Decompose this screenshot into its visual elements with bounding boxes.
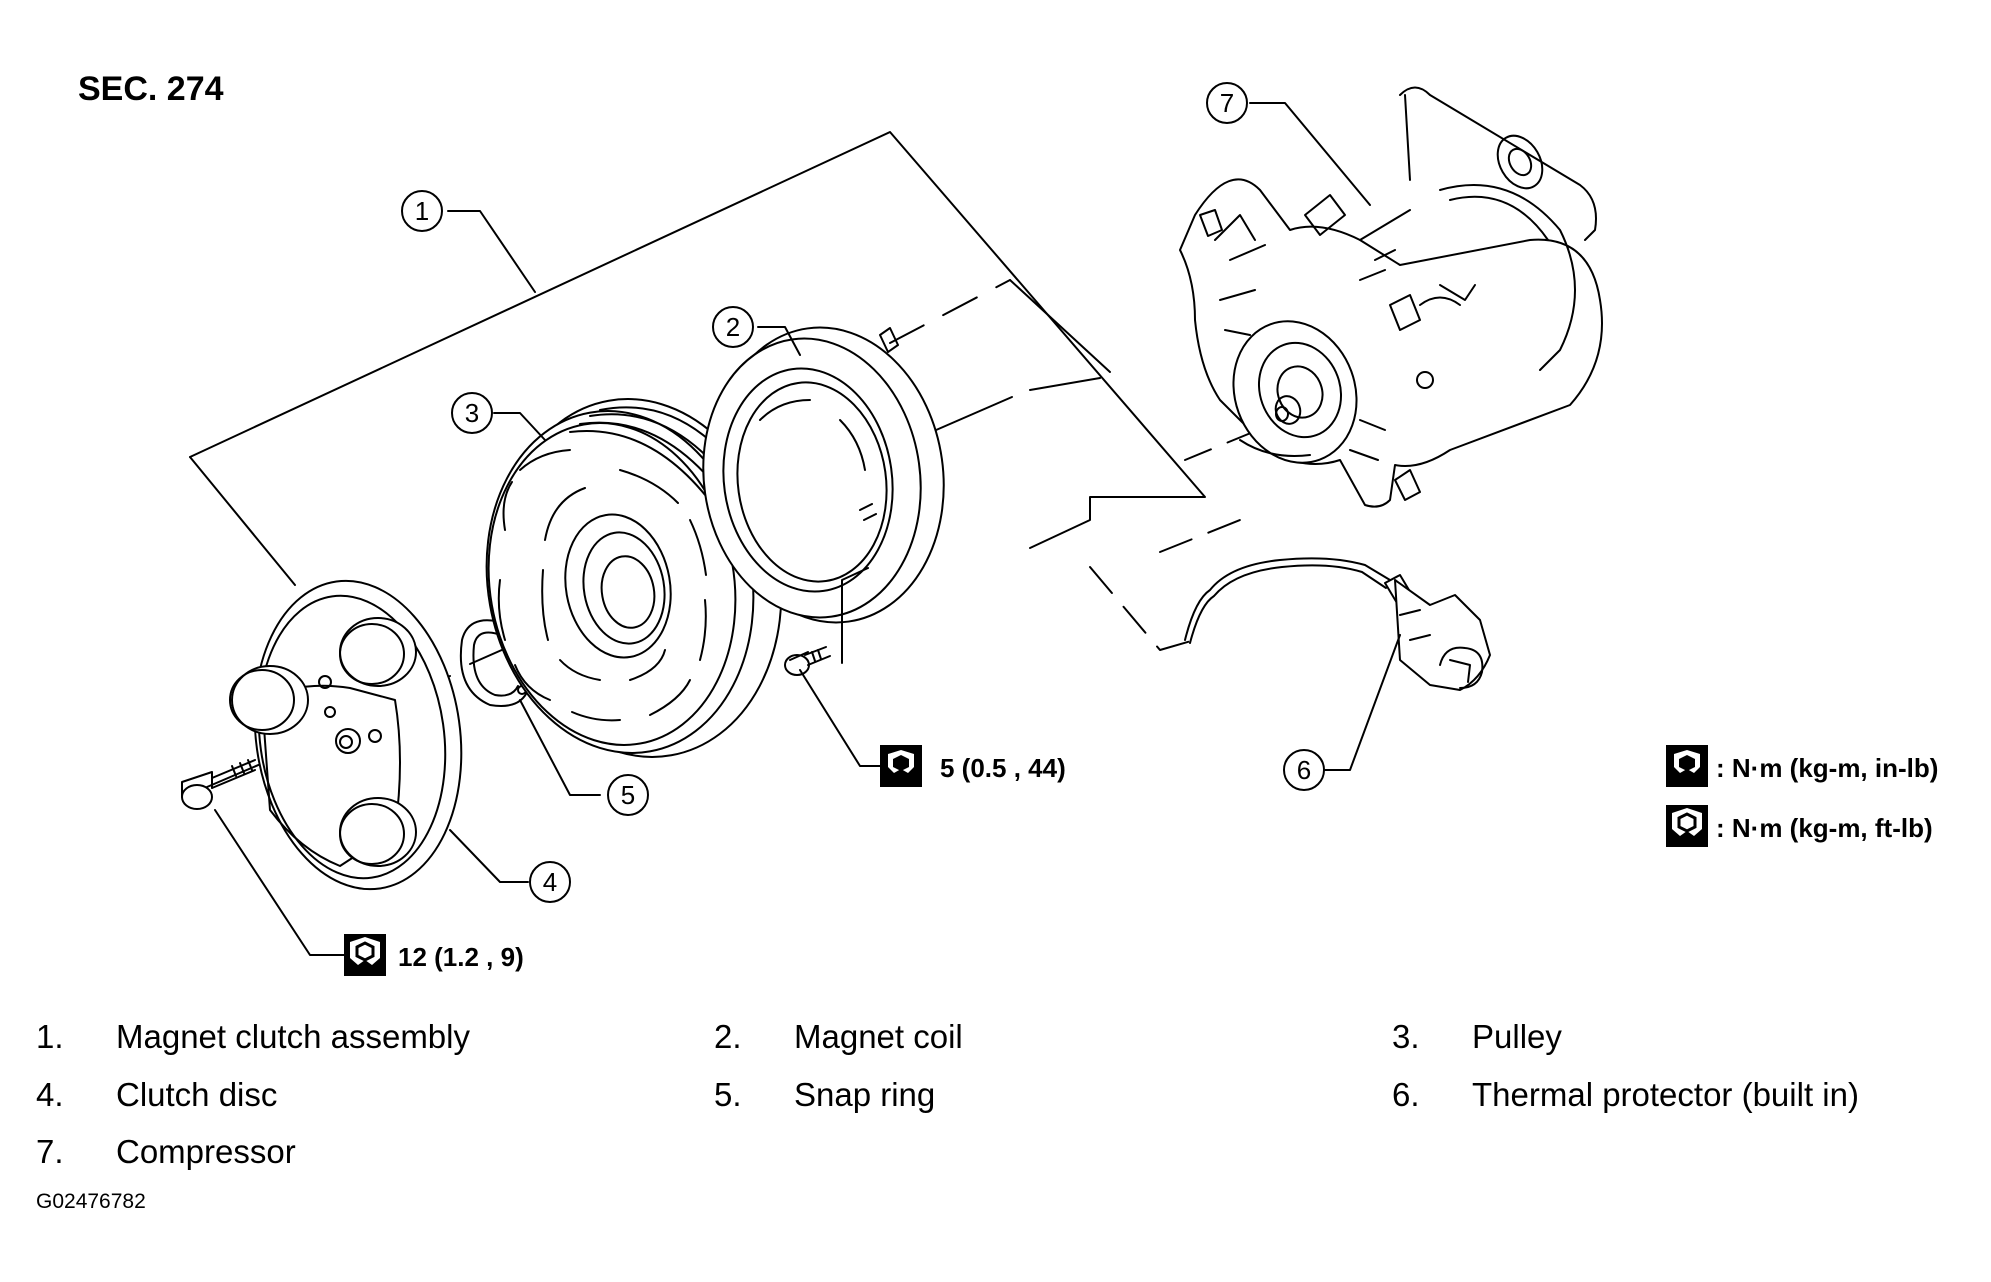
svg-text:2: 2	[726, 312, 740, 342]
magnet-coil	[702, 326, 945, 624]
callout-leader-4	[449, 829, 529, 883]
compressor	[1179, 86, 1603, 508]
torque-leader-screw	[799, 669, 881, 767]
callout-4: 4	[529, 861, 571, 903]
legend-label: Snap ring	[794, 1076, 936, 1113]
torque-leader-bolt	[214, 809, 351, 956]
callout-leader-3	[493, 412, 546, 441]
callout-6: 6	[1283, 749, 1325, 791]
legend-label: Magnet clutch assembly	[116, 1018, 470, 1055]
dashed-connection-line	[1009, 279, 1111, 373]
legend-number: 1.	[36, 1018, 64, 1055]
torque-key-ft-lb: : N·m (kg-m, ft-lb)	[1664, 803, 1933, 849]
legend-label: Magnet coil	[794, 1018, 963, 1055]
callout-3: 3	[451, 392, 493, 434]
dashed-axis-line	[1184, 422, 1276, 461]
callout-7: 7	[1206, 82, 1248, 124]
svg-text:6: 6	[1297, 755, 1311, 785]
assembly-bracket-line	[189, 131, 1206, 549]
callout-5: 5	[607, 774, 649, 816]
legend-number: 5.	[714, 1076, 742, 1113]
callout-2: 2	[712, 306, 754, 348]
torque-leader-screw-vertical	[841, 567, 869, 664]
torque-coil-screw: 5 (0.5 , 44)	[880, 745, 1066, 787]
legend-label: Pulley	[1472, 1018, 1562, 1055]
svg-text:4: 4	[543, 867, 557, 897]
svg-text:: N·m (kg-m, ft-lb): : N·m (kg-m, ft-lb)	[1716, 813, 1933, 843]
figure-id: G02476782	[36, 1190, 146, 1213]
torque-key-in-lb: : N·m (kg-m, in-lb)	[1666, 745, 1938, 787]
callout-leader-1	[447, 210, 536, 293]
legend-label: Clutch disc	[116, 1076, 278, 1113]
torque-wrench-icon	[1666, 745, 1708, 787]
assembly-bracket-line	[189, 456, 296, 586]
svg-text:7: 7	[1220, 88, 1234, 118]
svg-text:: N·m (kg-m, in-lb): : N·m (kg-m, in-lb)	[1716, 753, 1938, 783]
callout-leader-5	[519, 699, 601, 796]
torque-wrench-icon	[880, 745, 922, 787]
dashed-connection-line	[889, 279, 1011, 344]
coil-screw	[784, 646, 831, 676]
clutch-bolt	[181, 759, 256, 810]
svg-text:3: 3	[465, 398, 479, 428]
svg-text:12 (1.2 , 9): 12 (1.2 , 9)	[398, 942, 524, 972]
legend-number: 3.	[1392, 1018, 1420, 1055]
svg-text:5 (0.5 , 44): 5 (0.5 , 44)	[940, 753, 1066, 783]
torque-wrench-icon	[1664, 803, 1710, 849]
svg-text:1: 1	[415, 196, 429, 226]
legend-label: Compressor	[116, 1133, 296, 1170]
legend-number: 2.	[714, 1018, 742, 1055]
dashed-connection-line	[1159, 519, 1241, 553]
torque-wrench-icon	[342, 932, 388, 978]
callout-1: 1	[401, 190, 443, 232]
clutch-disc	[229, 579, 463, 891]
legend-label: Thermal protector (built in)	[1472, 1076, 1859, 1113]
callout-leader-6	[1324, 634, 1401, 771]
section-title: SEC. 274	[78, 70, 224, 108]
dashed-connection-line	[1089, 566, 1206, 651]
svg-text:5: 5	[621, 780, 635, 810]
callout-leader-2	[757, 326, 801, 356]
center-axis-line	[1029, 377, 1101, 391]
legend-number: 4.	[36, 1076, 64, 1113]
callout-leader-7	[1249, 102, 1371, 206]
legend-number: 6.	[1392, 1076, 1420, 1113]
legend-number: 7.	[36, 1133, 64, 1170]
thermal-protector	[1184, 557, 1491, 691]
torque-clutch-bolt: 12 (1.2 , 9)	[342, 932, 524, 978]
